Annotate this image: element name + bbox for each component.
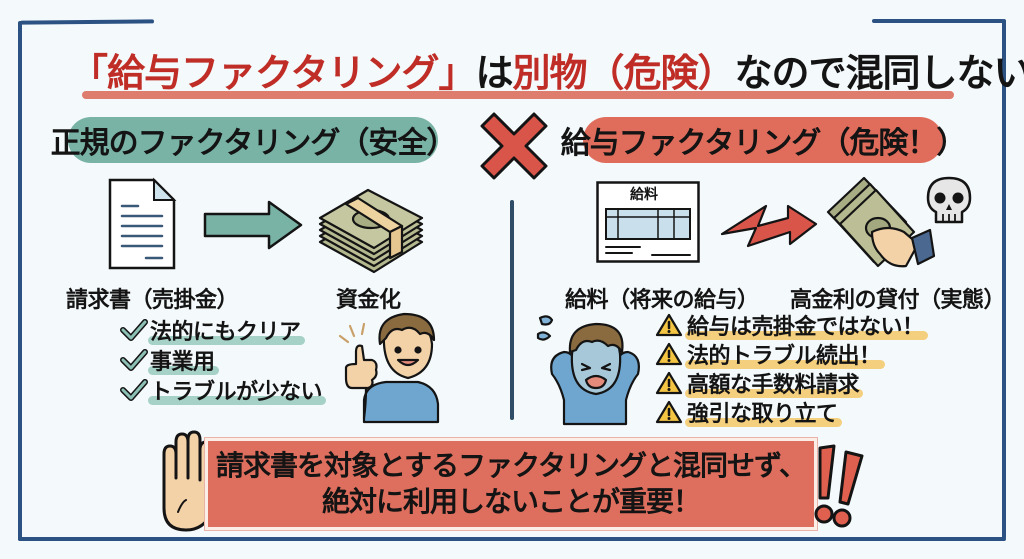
invoice-label: 請求書（売掛金） [60,282,245,316]
center-divider [510,200,514,420]
skull-icon [926,176,972,224]
banner-line-1: 請求書を対象とするファクタリングと混同せず、 [215,449,807,482]
benefit-item: トラブルが少ない [120,375,327,405]
banner-line-2: 絶対に利用しないことが重要！ [321,485,701,518]
arrow-right-icon [203,200,303,250]
x-mark-icon [480,112,548,180]
warning-item: 給与は売掛金ではない！ [655,310,928,340]
frame-right [1002,19,1006,539]
salary-factoring-heading: 給与ファクタリング（危険！） [561,117,966,163]
check-icon [120,349,148,371]
title-part4: なので混同しない！ [734,51,1024,95]
warning-banner: 請求書を対象とするファクタリングと混同せず、 絶対に利用しないことが重要！ [205,438,817,530]
payslip-title: 給料 [630,187,658,203]
title-part1: 「給与ファクタリング」 [70,51,476,95]
happy-person-thumbs-up-icon [338,312,440,424]
frame-top-right [872,19,1004,23]
warning-list: 給与は売掛金ではない！ 法的トラブル続出！ 高額な手数料請求 強引な取り立て [655,310,928,427]
frame-top-left [19,19,155,25]
warning-icon [655,400,683,423]
payslip-icon [596,181,700,263]
money-stack-icon [318,188,424,274]
double-exclamation-icon [814,444,864,528]
salary-label: 給料（将来の給与） [559,282,765,316]
high-interest-loan-label: 高金利の貸付（実態） [784,282,1012,316]
title-part2: は [475,51,513,95]
invoice-document-icon [108,177,177,270]
warning-icon [655,313,683,336]
lightning-arrow-icon [720,204,818,248]
cash-in-hand-icon [826,176,936,268]
warning-icon [655,342,683,365]
warning-item: 高額な手数料請求 [655,368,924,398]
warning-item: 強引な取り立て [655,397,924,427]
safe-factoring-heading: 正規のファクタリング（安全） [51,117,456,163]
title-underline [82,91,954,99]
check-icon [120,379,148,401]
distressed-person-icon [536,315,640,426]
warning-item: 法的トラブル続出！ [655,339,924,369]
benefit-item: 事業用 [120,345,322,375]
frame-left [18,21,22,541]
page-title: 「給与ファクタリング」は別物（危険）なので混同しない！ [70,42,1024,97]
warning-icon [655,371,683,394]
funding-label: 資金化 [330,282,407,316]
title-part3: 別物（危険） [512,51,736,95]
check-icon [120,319,148,341]
benefit-list: 法的にもクリア 事業用 トラブルが少ない [120,315,327,405]
frame-bottom [18,537,1006,541]
benefit-item: 法的にもクリア [120,315,322,345]
